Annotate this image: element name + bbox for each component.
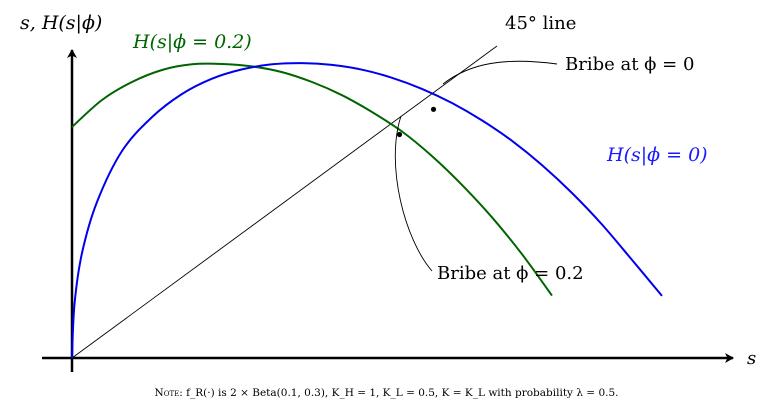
figure-note: Note: f_R(·) is 2 × Beta(0.1, 0.3), K_H … — [0, 387, 773, 399]
note-text: f_R(·) is 2 × Beta(0.1, 0.3), K_H = 1, K… — [186, 387, 619, 399]
reference-line — [71, 45, 498, 359]
x-axis-label: s — [747, 348, 756, 369]
series-line-phi-0 — [71, 62, 663, 359]
note-prefix: Note: — [154, 387, 183, 399]
series-line-phi-0.2 — [71, 62, 553, 297]
y-axis-label: s, H(s|ϕ) — [20, 12, 102, 34]
leader-line-bribe-phi-0.2 — [394, 115, 433, 272]
green-curve-label: H(s|ϕ = 0.2) — [132, 31, 252, 53]
leader-line-bribe-phi-0 — [442, 60, 558, 85]
bribe-label-phi-0: Bribe at ϕ = 0 — [565, 54, 694, 75]
blue-curve-label: H(s|ϕ = 0) — [606, 144, 708, 166]
bribe-label-phi-0.2: Bribe at ϕ = 0.2 — [437, 263, 584, 284]
bribe-point-phi-0.2 — [396, 131, 403, 138]
reference-line-label: 45° line — [505, 13, 576, 34]
bribe-point-phi-0 — [430, 106, 437, 112]
